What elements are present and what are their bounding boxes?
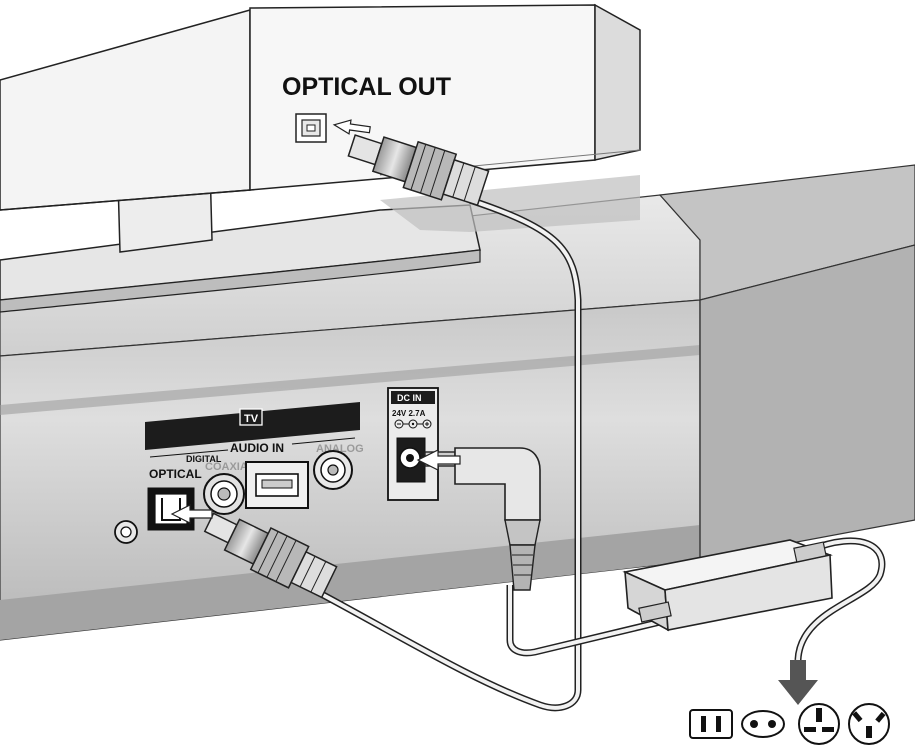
dc-polarity-icon [394, 419, 432, 429]
analog-jack [313, 450, 353, 490]
optical-plug-top [347, 134, 490, 207]
optical-cable [308, 196, 582, 712]
dc-in-label: DC IN [397, 393, 422, 403]
plug-type-i-icon [848, 703, 890, 745]
dc-rating-label: 24V 2.7A [392, 409, 426, 418]
optical-plug-bottom [203, 512, 338, 599]
arrow-into-optical-in-icon [170, 504, 213, 524]
dc-cable [506, 585, 661, 657]
plug-type-c-icon [741, 710, 785, 738]
optical-label: OPTICAL [149, 467, 202, 481]
ac-adapter [622, 539, 833, 632]
audio-in-label: AUDIO IN [230, 441, 284, 455]
screw [114, 520, 138, 544]
usb-port [245, 461, 309, 509]
dc-in-port: DC IN 24V 2.7A [387, 387, 439, 501]
plug-type-bf-icon [798, 703, 840, 745]
arrow-into-optical-out-icon [332, 119, 371, 135]
digital-label: DIGITAL [186, 454, 222, 464]
ac-cord [794, 537, 886, 661]
arrow-into-dc-in-icon [416, 449, 461, 471]
coaxial-jack [203, 473, 245, 515]
plug-type-a-icon [689, 709, 733, 739]
arrow-down-icon [778, 660, 818, 705]
tv: OPTICAL OUT [0, 3, 641, 313]
tv-badge [239, 408, 263, 426]
optical-out-label: OPTICAL OUT [282, 73, 451, 101]
optical-out-port [295, 113, 327, 143]
tv-badge-label: TV [244, 413, 259, 425]
coaxial-label: COAXIAL [205, 461, 255, 473]
